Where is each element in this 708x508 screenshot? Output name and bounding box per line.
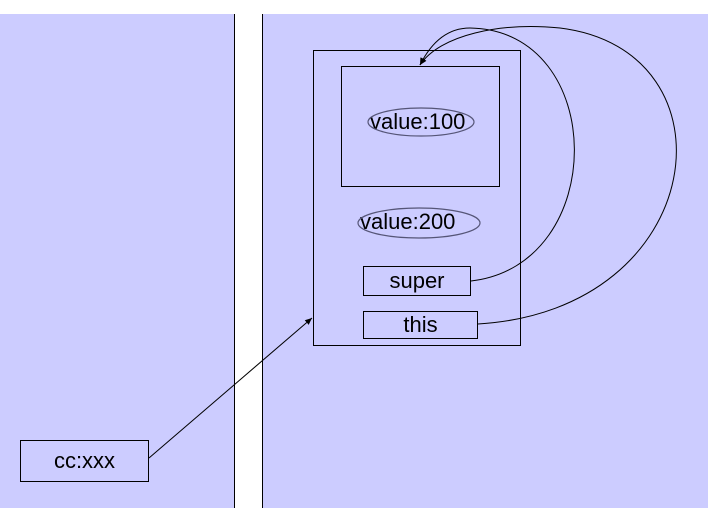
this-reference-box: this (363, 311, 478, 339)
child-value-field: value:200 (360, 209, 456, 234)
stack-reference-label: cc:xxx (53, 448, 116, 473)
parent-value-field: value:100 (370, 109, 466, 134)
this-label: this (403, 312, 438, 337)
super-label: super (389, 268, 445, 293)
stack-reference-box: cc:xxx (20, 440, 149, 482)
super-reference-box: super (363, 266, 471, 296)
stack-panel (0, 14, 235, 508)
